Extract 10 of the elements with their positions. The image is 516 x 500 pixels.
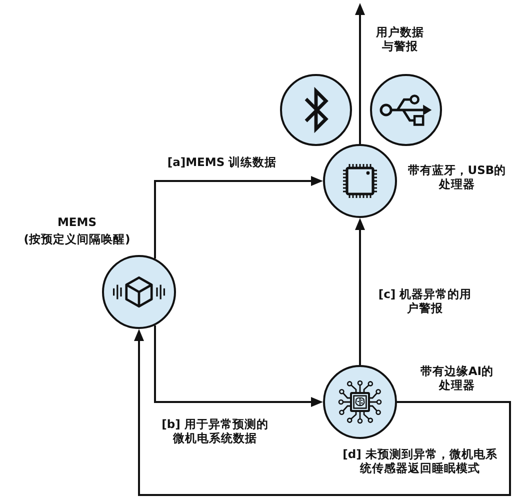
node-label: MEMS	[57, 215, 97, 229]
arrow	[134, 329, 511, 496]
arrow	[154, 176, 323, 259]
arrow	[355, 3, 365, 144]
arrow	[154, 325, 323, 407]
arrow	[355, 218, 365, 365]
node-label: (按预定义间隔唤醒)	[24, 232, 130, 246]
edge-label: [a]MEMS 训练数据	[167, 155, 277, 169]
edge-label: [c] 机器异常的用户警报	[378, 287, 472, 315]
edge-label: 用户数据与警报	[375, 25, 425, 53]
